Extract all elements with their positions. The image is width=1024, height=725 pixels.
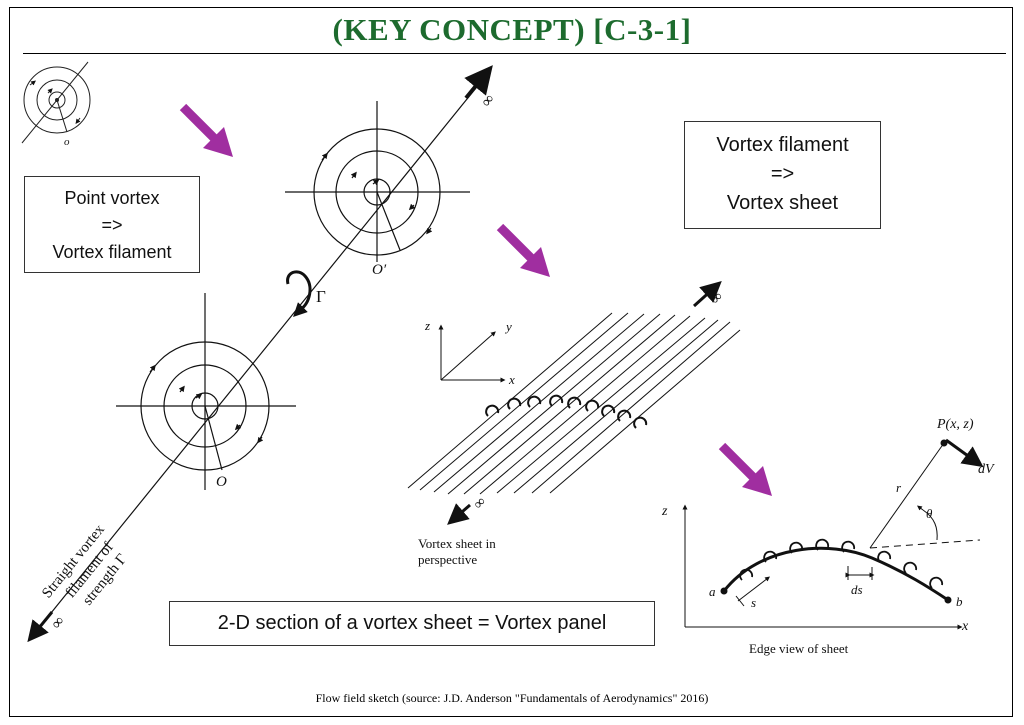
gamma-label: Γ	[316, 287, 326, 306]
vortex-filament-diagram	[27, 65, 493, 643]
box-right-line3: Vortex sheet	[726, 192, 839, 214]
box-right-line2: =>	[770, 163, 795, 185]
infinity-label-bottom: ∞	[48, 613, 68, 633]
filament-to-sheet-box: Vortex filament => Vortex sheet	[684, 121, 881, 229]
title-divider	[23, 53, 1006, 54]
magenta-arrow-1	[179, 103, 233, 157]
source-caption: Flow field sketch (source: J.D. Anderson…	[315, 691, 709, 705]
edge-axis-z-label: z	[661, 504, 668, 519]
box-left-line1: Point vortex	[64, 188, 160, 208]
origin-o-label: O	[216, 474, 227, 490]
flow-arrows	[179, 103, 772, 496]
magenta-arrow-3	[718, 442, 772, 496]
a-label: a	[709, 584, 716, 599]
sheet-caption-line2: perspective	[418, 552, 477, 567]
sheet-axis-y-label: y	[504, 319, 512, 334]
vortex-panel-box: 2-D section of a vortex sheet = Vortex p…	[169, 601, 655, 646]
r-label: r	[896, 480, 902, 495]
slide-frame	[9, 7, 1013, 717]
point-to-filament-box: Point vortex => Vortex filament	[24, 176, 200, 273]
ds-label: ds	[851, 582, 863, 597]
sheet-infinity-bottom: ∞	[471, 494, 490, 513]
slide-title: (KEY CONCEPT) [C-3-1]	[332, 12, 692, 47]
sheet-axis-z-label: z	[424, 318, 430, 333]
box-left-line2: =>	[101, 215, 123, 235]
sheet-axis-x-label: x	[508, 372, 515, 387]
box-left-line3: Vortex filament	[52, 242, 172, 262]
small-origin-label: o	[64, 136, 70, 148]
infinity-label-top: ∞	[478, 91, 498, 111]
theta-label: θ	[926, 506, 933, 521]
magenta-arrow-2	[496, 223, 550, 277]
origin-o-prime-label: O′	[372, 262, 387, 278]
sheet-caption-line1: Vortex sheet in	[418, 536, 496, 551]
edge-axis-x-label: x	[961, 619, 969, 634]
edge-caption: Edge view of sheet	[749, 641, 849, 656]
edge-view-diagram	[682, 438, 984, 630]
b-label: b	[956, 594, 963, 609]
point-vortex-icon	[21, 61, 91, 144]
dv-label: dV	[978, 462, 995, 477]
s-label: s	[751, 595, 756, 610]
box-right-line1: Vortex filament	[716, 134, 849, 156]
vortex-sheet-diagram	[407, 280, 741, 525]
point-p-label: P(x, z)	[936, 417, 974, 432]
